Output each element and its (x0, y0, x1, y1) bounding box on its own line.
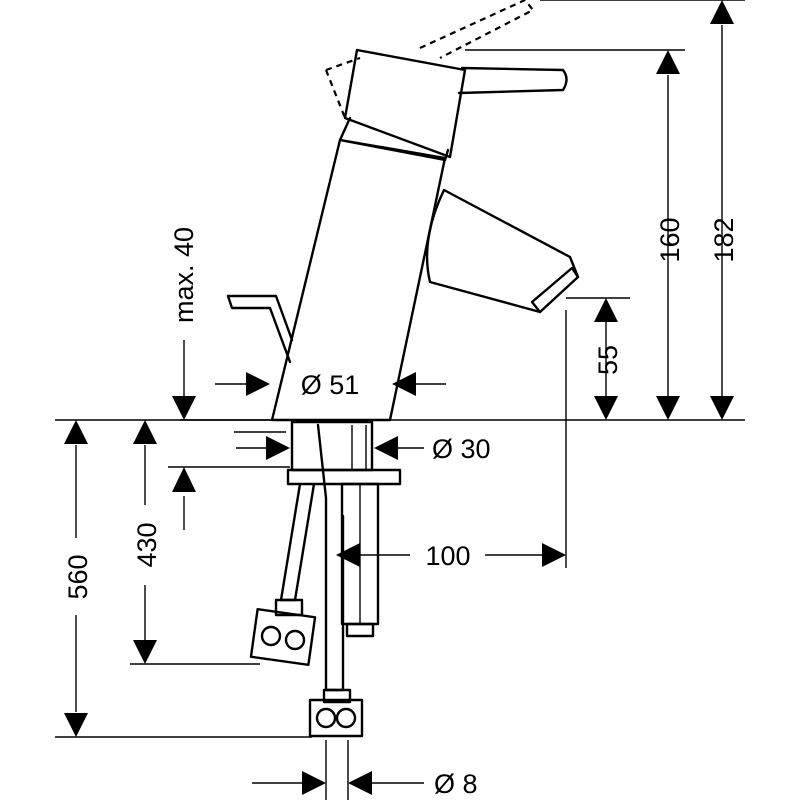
label-182: 182 (709, 217, 739, 262)
label-430: 430 (132, 522, 162, 567)
lever-raised-outline (324, 0, 535, 119)
label-160: 160 (655, 217, 685, 262)
under-counter-assembly (249, 420, 402, 738)
label-55: 55 (593, 345, 623, 375)
handle-cartridge (343, 48, 467, 159)
lever (457, 66, 568, 95)
label-max-40: max. 40 (169, 227, 199, 323)
mounting-plate (286, 468, 402, 486)
dimension-lines (55, 0, 745, 800)
aerator (530, 266, 580, 314)
spout (425, 188, 580, 314)
label-560: 560 (63, 554, 93, 599)
shank (290, 420, 374, 472)
threaded-rod (316, 423, 345, 692)
label-diameter-51: Ø 51 (301, 370, 360, 400)
faucet-outline (226, 0, 580, 422)
hose-left (279, 482, 316, 602)
label-100: 100 (425, 541, 470, 571)
label-diameter-30: Ø 30 (432, 434, 491, 464)
handle-collar (338, 116, 450, 162)
label-diameter-8: Ø 8 (434, 769, 478, 799)
hose-connector-bottom (308, 688, 364, 738)
pop-up-rod (226, 294, 294, 364)
hose-connector-left (249, 598, 317, 667)
dimension-labels: 182 160 55 max. 40 Ø 51 Ø 30 100 430 560… (63, 217, 739, 799)
